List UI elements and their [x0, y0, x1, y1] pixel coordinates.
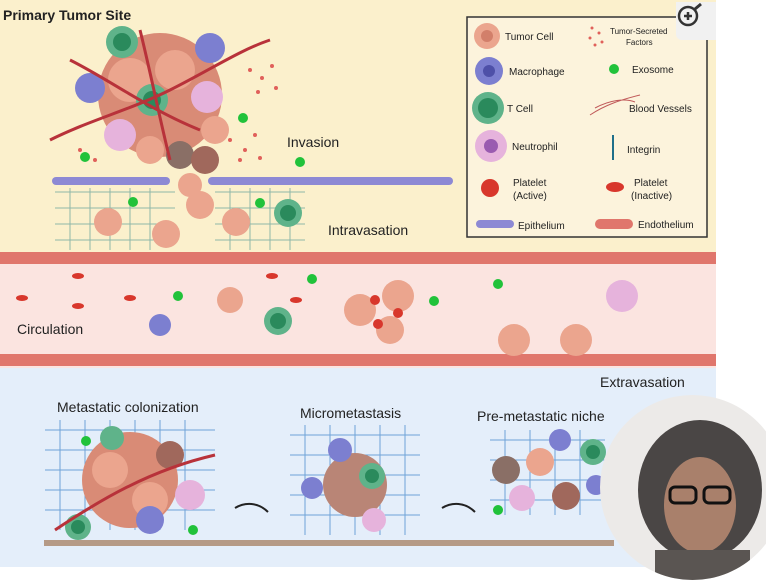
endothelium-top — [0, 252, 716, 264]
presenter-avatar — [638, 420, 762, 580]
presenter-webcam — [600, 395, 766, 580]
legend-integrin: Integrin — [627, 145, 660, 156]
legend-neutrophil: Neutrophil — [512, 142, 558, 153]
diagram-title: Primary Tumor Site — [3, 7, 131, 23]
legend-macrophage: Macrophage — [509, 67, 565, 78]
endothelium-bottom — [0, 354, 716, 366]
legend-platelet-inactive: Platelet — [634, 178, 668, 189]
legend-exosome: Exosome — [632, 65, 674, 76]
label-circulation: Circulation — [17, 321, 83, 337]
legend-tumor-factors: Tumor-Secreted — [610, 27, 668, 36]
epithelium-left — [52, 177, 170, 185]
arrow-icon — [234, 502, 269, 513]
distant-endothelium — [44, 540, 614, 546]
legend-t-cell: T Cell — [507, 104, 533, 115]
label-pre-metastatic-niche: Pre-metastatic niche — [477, 408, 605, 424]
tumor-factors-top — [78, 64, 278, 162]
metastasis-diagram: Primary Tumor Site Invasion Intravasatio… — [0, 0, 716, 567]
metastatic-colonization-mass — [54, 426, 216, 540]
intravasating-cells — [94, 199, 302, 248]
legend-tumor-factors-2: Factors — [626, 38, 653, 47]
zoom-plus-icon — [677, 2, 702, 27]
legend-blood-vessels: Blood Vessels — [629, 104, 692, 115]
micrometastasis-cluster — [301, 438, 387, 532]
legend-platelet-active-note: (Active) — [513, 191, 547, 202]
label-extravasation: Extravasation — [600, 374, 685, 390]
epithelium-right — [208, 177, 453, 185]
legend-tumor-cell: Tumor Cell — [505, 32, 554, 43]
legend-epithelium: Epithelium — [518, 221, 565, 232]
label-micrometastasis: Micrometastasis — [300, 405, 401, 421]
legend-endothelium: Endothelium — [638, 220, 694, 231]
arrow-icon — [441, 502, 476, 513]
legend: Tumor Cell Macrophage T Cell Neutrophil … — [466, 16, 708, 238]
primary-tumor — [49, 26, 271, 219]
exosomes — [80, 113, 503, 535]
label-intravasation: Intravasation — [328, 222, 408, 238]
label-invasion: Invasion — [287, 134, 339, 150]
circulating-cells — [16, 273, 638, 356]
legend-platelet-active: Platelet — [513, 178, 547, 189]
legend-platelet-inactive-note: (Inactive) — [631, 191, 672, 202]
zoom-in-button[interactable] — [676, 2, 716, 40]
pre-metastatic-niche-cells — [492, 429, 606, 511]
label-metastatic-colonization: Metastatic colonization — [57, 399, 199, 415]
